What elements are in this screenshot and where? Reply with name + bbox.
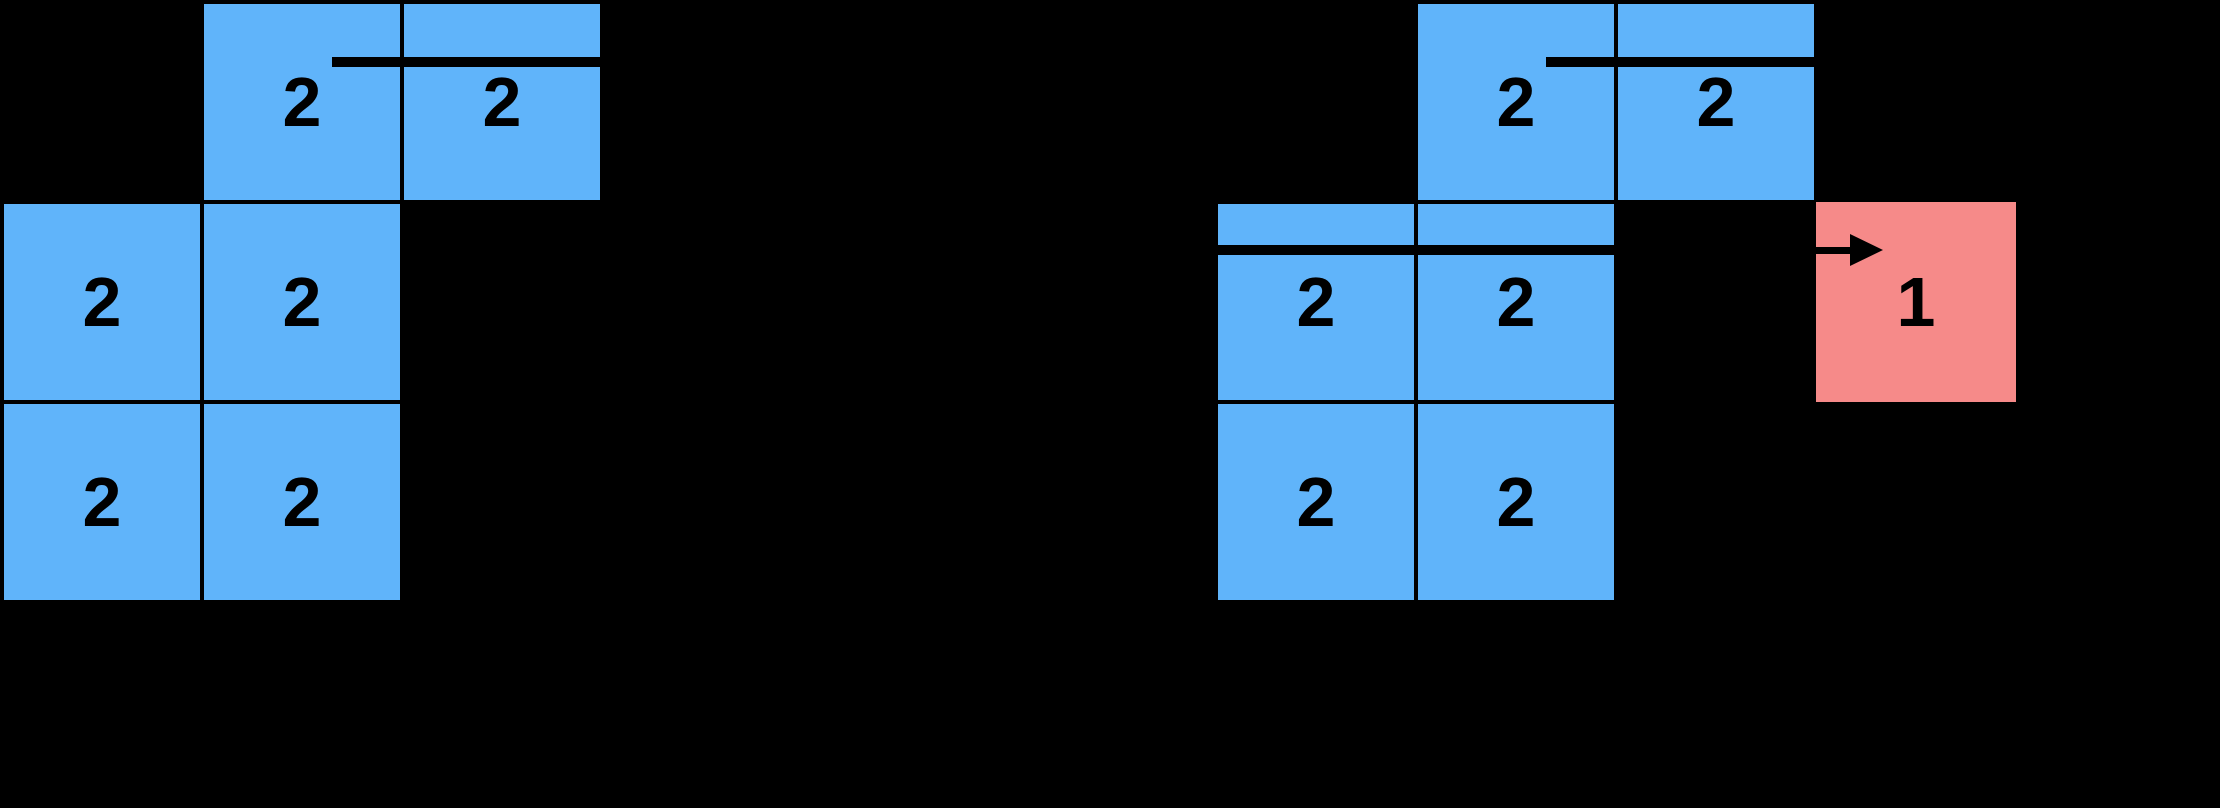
blue-tile: 2 <box>2 202 202 402</box>
blue-tile: 2 <box>1216 402 1416 602</box>
tile-value: 2 <box>282 463 322 541</box>
blue-tile: 2 <box>402 2 602 202</box>
blue-tile: 2 <box>1416 202 1616 402</box>
wall-segment <box>1546 57 1818 67</box>
tile-value: 2 <box>482 63 522 141</box>
red-tile: 1 <box>1816 202 2016 402</box>
wall-segment <box>1216 245 1616 255</box>
blue-tile: 2 <box>1416 402 1616 602</box>
blue-tile: 2 <box>1216 202 1416 402</box>
tile-value: 2 <box>1696 63 1736 141</box>
tile-value: 2 <box>1496 263 1536 341</box>
tile-value: 2 <box>1496 63 1536 141</box>
tile-value: 2 <box>1496 463 1536 541</box>
blue-tile: 2 <box>202 2 402 202</box>
tile-value: 2 <box>282 263 322 341</box>
tile-value: 1 <box>1896 263 1936 341</box>
blue-tile: 2 <box>1416 2 1616 202</box>
tile-value: 2 <box>1296 263 1336 341</box>
wall-segment <box>332 57 604 67</box>
blue-tile: 2 <box>202 202 402 402</box>
blue-tile: 2 <box>1616 2 1816 202</box>
arrow-shaft <box>1816 246 1852 254</box>
blue-tile: 2 <box>202 402 402 602</box>
tile-value: 2 <box>82 263 122 341</box>
tile-value: 2 <box>82 463 122 541</box>
tile-value: 2 <box>282 63 322 141</box>
arrow-head <box>1850 233 1883 266</box>
tile-value: 2 <box>1296 463 1336 541</box>
blue-tile: 2 <box>2 402 202 602</box>
